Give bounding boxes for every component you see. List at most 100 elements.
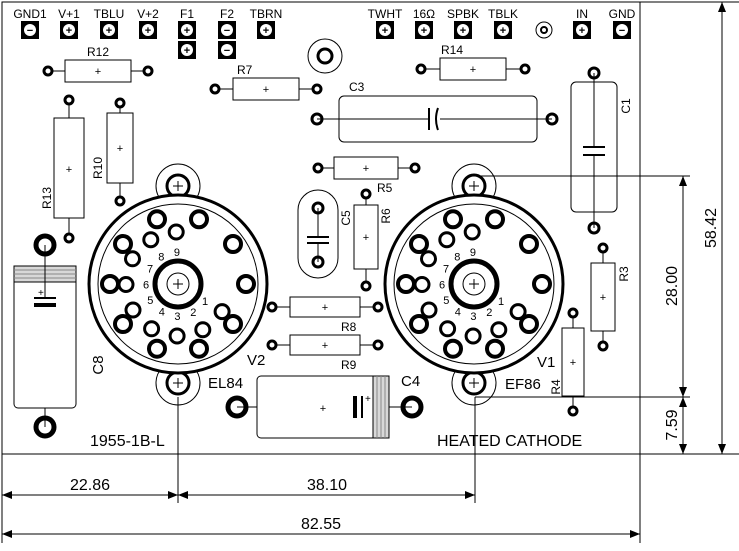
tube-pin [464, 327, 482, 345]
terminal-label: F2 [220, 7, 234, 21]
label-r7: R7 [237, 63, 253, 77]
resistor-r14: + R14 [415, 43, 531, 81]
label-c8: C8 [90, 355, 107, 374]
terminal-4: V+2+ [137, 7, 159, 39]
resistor-r7: + R7 [209, 63, 323, 101]
resistor-r9: + R9 [266, 334, 384, 372]
tube-pin [168, 327, 186, 345]
svg-text:+: + [184, 25, 190, 37]
dimension-82-55: 82.55 [301, 516, 341, 533]
tube-pin-label: 3 [470, 311, 476, 323]
tube-pin-label: 1 [498, 296, 504, 308]
label-r12: R12 [87, 45, 109, 59]
resistor-r10: + R10 [91, 97, 134, 207]
svg-text:+: + [363, 232, 369, 244]
svg-text:+: + [320, 403, 326, 415]
terminal-9: 16Ω+ [413, 7, 435, 39]
terminal-6: F2 − − [218, 7, 236, 59]
svg-text:−: − [224, 45, 230, 57]
terminal-label: 16Ω [413, 7, 435, 21]
tube-pin [124, 250, 141, 268]
terminal-13: GND − [609, 7, 636, 39]
label-c1: C1 [619, 98, 633, 114]
svg-text:+: + [579, 25, 585, 37]
tube-name-el84: EL84 [208, 375, 243, 392]
svg-text:+: + [184, 45, 190, 57]
tube-pin-label: 7 [443, 264, 449, 276]
dimension-28-00: 28.00 [664, 266, 681, 306]
label-c5: C5 [339, 210, 353, 226]
capacitor-c3: C3 [310, 80, 559, 143]
svg-text:+: + [263, 84, 269, 96]
svg-text:+: + [263, 25, 269, 37]
tube-pin-label: 8 [158, 252, 164, 264]
svg-text:+: + [470, 64, 476, 76]
tube-pin [463, 223, 481, 241]
tube-pin-label: 9 [174, 247, 180, 259]
dimension-22-86: 22.86 [70, 477, 110, 494]
svg-text:−: − [619, 25, 625, 37]
label-r4: R4 [549, 379, 563, 395]
svg-text:+: + [322, 302, 328, 314]
terminal-label: V+2 [137, 7, 159, 21]
mounting-hole-small [535, 21, 553, 39]
board-label-left: 1955-1B-L [90, 433, 165, 450]
terminal-1: GND1− [13, 7, 47, 39]
board-label-right: HEATED CATHODE [437, 433, 582, 450]
terminal-label: GND [609, 7, 636, 21]
tube-pin [420, 301, 438, 319]
tube-pin [420, 250, 437, 268]
label-r5: R5 [377, 181, 393, 195]
svg-text:−: − [224, 25, 230, 37]
tube-pin [213, 303, 231, 321]
capacitor-c5: C5 [297, 189, 353, 279]
tube-pin-label: 5 [147, 295, 153, 307]
dimension-7-59: 7.59 [664, 409, 681, 440]
resistor-r8: + R8 [266, 296, 384, 334]
svg-text:+: + [600, 292, 606, 304]
terminal-label: V+1 [58, 7, 80, 21]
tube-ref-v2: V2 [247, 352, 265, 369]
tube-pin [117, 276, 135, 293]
terminal-label: IN [576, 7, 588, 21]
svg-text:+: + [460, 25, 466, 37]
tube-pin [438, 231, 456, 249]
svg-text:+: + [363, 163, 369, 175]
capacitor-c8: + C8 [13, 233, 107, 439]
label-r8: R8 [341, 320, 357, 334]
label-r13: R13 [40, 187, 54, 209]
terminal-11: TBLK + [488, 7, 518, 39]
svg-text:+: + [500, 25, 506, 37]
tube-pin-label: 5 [443, 295, 449, 307]
svg-text:+: + [117, 143, 123, 155]
label-c4: C4 [401, 373, 420, 390]
terminal-label: SPBK [447, 7, 479, 21]
terminal-7: TBRN + [250, 7, 283, 39]
tube-pin [413, 276, 431, 293]
terminal-12: IN + [573, 7, 591, 39]
label-r3: R3 [617, 266, 631, 282]
svg-text:+: + [66, 164, 72, 176]
label-c3: C3 [349, 80, 365, 94]
svg-text:+: + [322, 340, 328, 352]
terminal-row: GND1−V+1+TBLU+V+2+F1++F2−−TBRN+TWHT+16Ω+… [13, 7, 636, 59]
tube-pin [124, 301, 142, 319]
terminal-label: TBRN [250, 7, 283, 21]
tube-pin [509, 303, 527, 321]
label-r10: R10 [91, 157, 105, 179]
svg-text:+: + [95, 66, 101, 78]
tube-pin-label: 8 [454, 252, 460, 264]
tube-pin-label: 1 [202, 296, 208, 308]
svg-text:−: − [27, 25, 33, 37]
svg-text:+: + [38, 288, 44, 299]
tube-pin [439, 320, 457, 338]
resistor-r4: + R4 [549, 307, 585, 417]
tube-pin-label: 4 [159, 307, 165, 319]
terminal-label: TBLK [488, 7, 518, 21]
terminal-label: TBLU [94, 7, 125, 21]
terminal-3: TBLU+ [94, 7, 125, 39]
svg-text:+: + [66, 25, 72, 37]
